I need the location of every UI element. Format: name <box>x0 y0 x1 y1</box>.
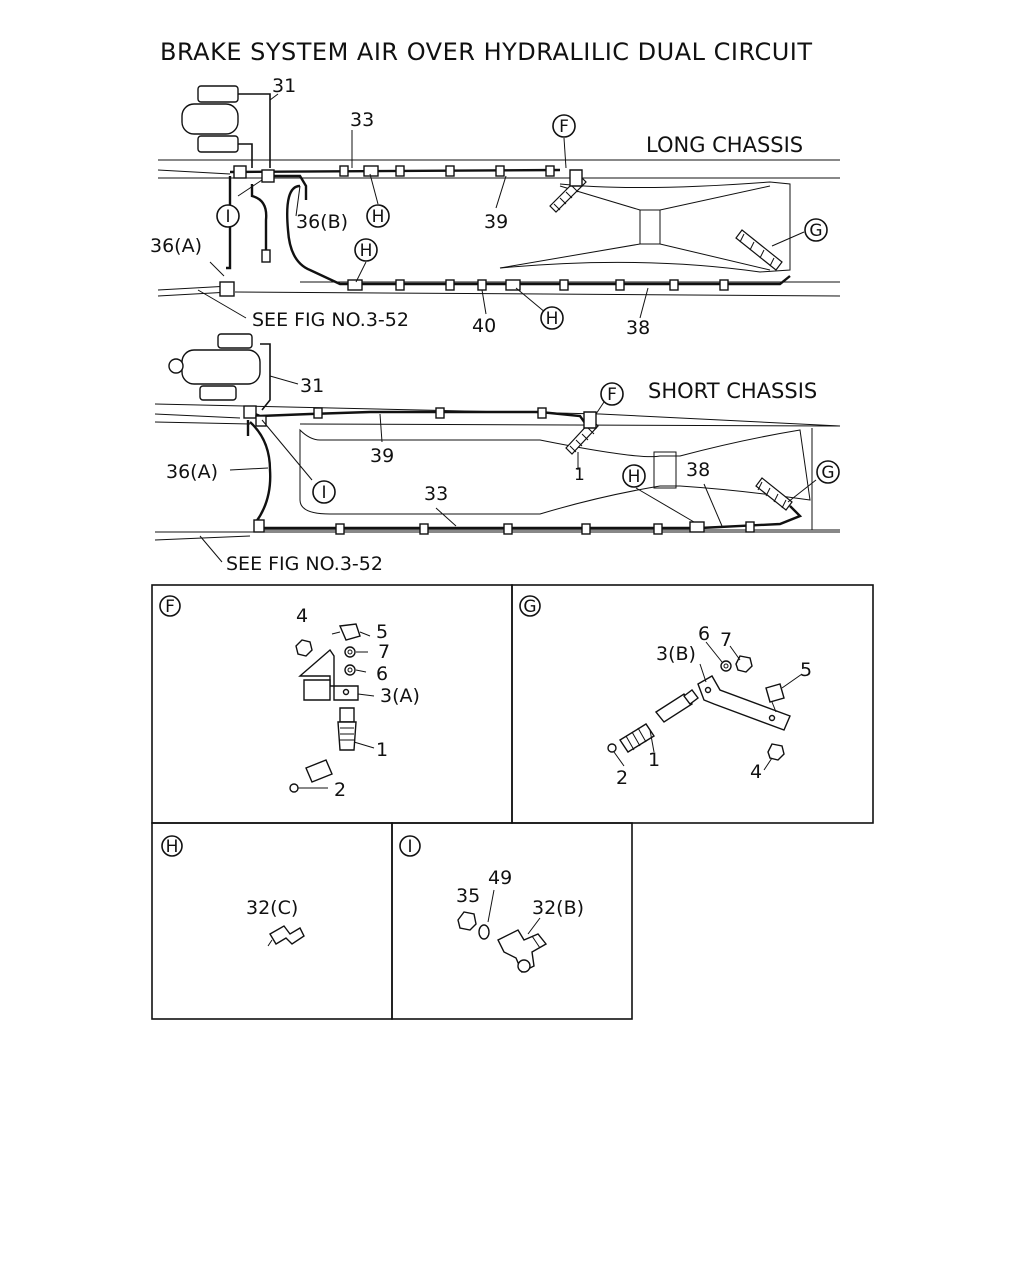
detail-g-label-2: 2 <box>616 767 628 789</box>
svg-text:H: H <box>628 467 641 487</box>
short-label-39: 39 <box>370 445 394 467</box>
detail-f-label-4: 4 <box>296 605 308 627</box>
long-callout-i: I <box>216 204 240 228</box>
detail-g-label-5: 5 <box>800 659 812 681</box>
long-chassis-heading: LONG CHASSIS <box>646 133 803 157</box>
long-label-33: 33 <box>350 109 374 131</box>
short-label-1: 1 <box>574 465 585 485</box>
detail-h-label-32c: 32(C) <box>246 897 298 919</box>
svg-text:F: F <box>607 385 617 405</box>
svg-text:F: F <box>559 117 569 137</box>
detail-i-label-32b: 32(B) <box>532 897 584 919</box>
short-chassis-heading: SHORT CHASSIS <box>648 379 817 403</box>
long-callout-g: G <box>804 218 828 242</box>
short-label-31: 31 <box>300 375 324 397</box>
short-callout-f: F <box>600 382 624 406</box>
detail-g-label-1: 1 <box>648 749 660 771</box>
short-label-33: 33 <box>424 483 448 505</box>
long-callout-h-upper: H <box>366 204 390 228</box>
long-label-39: 39 <box>484 211 508 233</box>
long-label-40: 40 <box>472 315 496 337</box>
pipe-clips <box>219 165 729 297</box>
svg-text:I: I <box>321 483 326 503</box>
detail-h-panel: H 32(C) <box>151 822 393 1020</box>
short-callout-i: I <box>312 480 336 504</box>
detail-h-letter: H <box>166 837 179 857</box>
short-label-38: 38 <box>686 459 710 481</box>
detail-f-label-5: 5 <box>376 621 388 643</box>
long-label-36a: 36(A) <box>150 235 202 257</box>
detail-i-label-49: 49 <box>488 867 512 889</box>
detail-i-panel: I 49 35 32(B) <box>391 822 633 1020</box>
long-label-38: 38 <box>626 317 650 339</box>
svg-text:H: H <box>546 309 559 329</box>
svg-text:G: G <box>821 463 834 483</box>
detail-f-label-6: 6 <box>376 663 388 685</box>
short-pipe-clips <box>243 405 755 535</box>
detail-g-label-7: 7 <box>720 629 732 651</box>
detail-i-label-35: 35 <box>456 885 480 907</box>
detail-f-letter: F <box>165 597 175 617</box>
detail-g-letter: G <box>523 597 536 617</box>
detail-f-label-1: 1 <box>376 739 388 761</box>
svg-text:H: H <box>360 241 373 261</box>
long-label-36b: 36(B) <box>296 211 348 233</box>
long-callout-f: F <box>552 114 576 138</box>
detail-i-letter: I <box>407 837 412 857</box>
long-see-fig: SEE FIG NO.3-52 <box>252 309 409 331</box>
svg-text:H: H <box>372 207 385 227</box>
short-see-fig: SEE FIG NO.3-52 <box>226 553 383 575</box>
long-callout-h-middle: H <box>354 238 378 262</box>
short-callout-h: H <box>622 464 646 488</box>
svg-text:I: I <box>225 207 230 227</box>
detail-g-label-6: 6 <box>698 623 710 645</box>
detail-g-panel: G 6 7 3(B) 5 1 2 4 <box>511 584 874 824</box>
short-label-36a: 36(A) <box>166 461 218 483</box>
detail-g-label-4: 4 <box>750 761 762 783</box>
detail-f-label-7: 7 <box>378 641 390 663</box>
diagram-title: BRAKE SYSTEM AIR OVER HYDRALILIC DUAL CI… <box>160 38 813 66</box>
long-chassis-view: LONG CHASSIS <box>150 75 841 339</box>
long-callout-h-lower: H <box>540 306 564 330</box>
long-label-31: 31 <box>272 75 296 97</box>
short-callout-g: G <box>816 460 840 484</box>
detail-g-label-3b: 3(B) <box>656 643 696 665</box>
detail-f-label-3a: 3(A) <box>380 685 420 707</box>
short-chassis-view: SHORT CHASSIS <box>154 333 841 575</box>
detail-f-panel: F 4 5 7 6 3(A) 1 2 <box>151 584 513 824</box>
svg-text:G: G <box>809 221 822 241</box>
detail-f-label-2: 2 <box>334 779 346 801</box>
